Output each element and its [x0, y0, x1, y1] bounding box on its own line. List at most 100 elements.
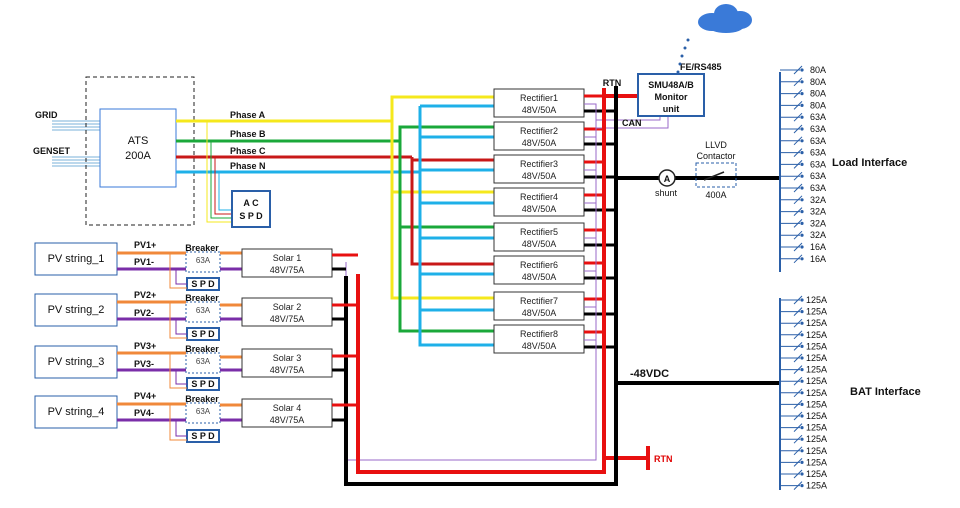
bat-breaker-rating: 125A: [806, 423, 827, 433]
load-breaker-rating: 16A: [810, 242, 826, 252]
genset-label: GENSET: [33, 146, 71, 156]
rectifier-3-name: Rectifier3: [520, 159, 558, 169]
rectifier-1-name: Rectifier1: [520, 93, 558, 103]
load-breaker-switch-icon: [793, 124, 803, 134]
load-breaker-rating: 80A: [810, 65, 826, 75]
pv1-pos-label: PV1+: [134, 240, 156, 250]
ac-spd-label-1: A C: [243, 198, 259, 208]
pv-string-2-box: [34, 293, 118, 327]
solar-1-box: [241, 248, 333, 278]
load-breaker-contact-icon: [800, 245, 804, 249]
solar-4-rating: 48V/75A: [270, 415, 305, 425]
pv1-breaker-label: Breaker: [185, 243, 219, 253]
solar-2-name: Solar 2: [273, 302, 302, 312]
pv2-breaker-box: [185, 301, 221, 323]
load-breaker-contact-icon: [800, 221, 804, 225]
rectifier-group: Rectifier1 48V/50A Rectifier2 48V/50A Re…: [493, 88, 585, 354]
pv-string-2-name: PV string_2: [48, 304, 105, 316]
bat-breaker-contact-icon: [800, 472, 804, 476]
rectifier-7-rating: 48V/50A: [522, 308, 557, 318]
load-breaker-contact-icon: [800, 139, 804, 143]
bat-breaker-switch-icon: [793, 469, 803, 479]
bat-breaker-rating: 125A: [806, 481, 827, 491]
pv2-breaker-rating: 63A: [196, 306, 211, 315]
bat-breaker-contact-icon: [800, 368, 804, 372]
bat-breaker-rating: 125A: [806, 469, 827, 479]
bat-breaker-switch-icon: [793, 458, 803, 467]
bat-breaker-switch-icon: [793, 434, 803, 444]
phase-b-label: Phase B: [230, 129, 266, 139]
shunt-meter-icon: [658, 169, 676, 187]
llvd-switch-icon: [703, 171, 725, 181]
load-breaker-contact-icon: [800, 186, 804, 190]
load-breaker-switch-icon: [793, 219, 803, 228]
load-breaker-rating: 80A: [810, 77, 826, 87]
pv3-breaker-label: Breaker: [185, 344, 219, 354]
bat-breaker-rating: 125A: [806, 411, 827, 421]
phase-c-label: Phase C: [230, 146, 266, 156]
pv-string-1-box: [34, 242, 118, 276]
solar-4-name: Solar 4: [273, 403, 302, 413]
pv3-neg-label: PV3-: [134, 359, 154, 369]
rtn-bottom-label: RTN: [654, 454, 673, 464]
ats-enclosure: [85, 76, 195, 226]
bat-breaker-contact-icon: [800, 426, 804, 430]
bat-breaker-rating: 125A: [806, 376, 827, 386]
load-breaker-switch-icon: [793, 242, 803, 252]
load-breaker-rating: 63A: [810, 136, 826, 146]
llvd-contactor-box: [695, 162, 737, 188]
bat-breaker-switch-icon: [793, 307, 803, 316]
bat-breaker-rating: 125A: [806, 307, 827, 317]
bat-breaker-switch-icon: [793, 446, 803, 456]
pv-string-group: PV string_1 PV1+ PV1- Breaker 63A S P D …: [34, 240, 358, 443]
pv-string-3-box: [34, 345, 118, 379]
load-breaker-contact-icon: [800, 198, 804, 202]
bat-breaker-rating: 125A: [806, 318, 827, 328]
phase-a-label: Phase A: [230, 110, 266, 120]
pv-string-4-box: [34, 395, 118, 429]
grid-input-lines: [52, 120, 100, 167]
load-breaker-switch-icon: [793, 101, 803, 110]
bat-breaker-contact-icon: [800, 321, 804, 325]
bat-breaker-switch-icon: [793, 342, 803, 351]
rectifier-1-rating: 48V/50A: [522, 105, 557, 115]
bat-breaker-switch-icon: [793, 411, 803, 421]
ats-box: [99, 108, 177, 188]
dc-bus-label: -48VDC: [630, 368, 669, 380]
comm-label: FE/RS485: [680, 62, 722, 72]
pv2-spd-label: S P D: [191, 329, 215, 339]
load-breaker-contact-icon: [800, 103, 804, 107]
load-interface-title: Load Interface: [832, 157, 907, 169]
load-breaker-rating: 63A: [810, 112, 826, 122]
bat-breaker-contact-icon: [800, 344, 804, 348]
pv-string-3-name: PV string_3: [48, 356, 105, 368]
bat-breaker-contact-icon: [800, 333, 804, 337]
load-breaker-contact-icon: [800, 162, 804, 166]
load-breaker-rating: 63A: [810, 124, 826, 134]
pv4-breaker-rating: 63A: [196, 407, 211, 416]
load-breaker-rating: 63A: [810, 183, 826, 193]
bat-breaker-contact-icon: [800, 391, 804, 395]
monitor-label-3: unit: [663, 104, 680, 114]
load-breaker-contact-icon: [800, 233, 804, 237]
load-breaker-rating: 16A: [810, 254, 826, 264]
rectifier-4-rating: 48V/50A: [522, 204, 557, 214]
solar-4-box: [241, 398, 333, 428]
grid-label: GRID: [35, 110, 58, 120]
llvd-label-1: LLVD: [705, 140, 727, 150]
load-breaker-switch-icon: [793, 230, 803, 240]
rectifier-3-box: [493, 154, 585, 184]
shunt-label: shunt: [655, 188, 678, 198]
load-breaker-contact-icon: [800, 257, 804, 261]
battery-breaker-list: 125A125A125A125A125A125A125A125A125A125A…: [780, 295, 827, 491]
rectifier-5-rating: 48V/50A: [522, 239, 557, 249]
ats-name: ATS: [128, 135, 149, 147]
rectifier-5-name: Rectifier5: [520, 227, 558, 237]
pv-string-1-name: PV string_1: [48, 253, 105, 265]
pv3-pos-label: PV3+: [134, 341, 156, 351]
rectifier-4-box: [493, 187, 585, 217]
pv2-neg-label: PV2-: [134, 308, 154, 318]
pv3-breaker-box: [185, 352, 221, 374]
bat-breaker-contact-icon: [800, 449, 804, 453]
